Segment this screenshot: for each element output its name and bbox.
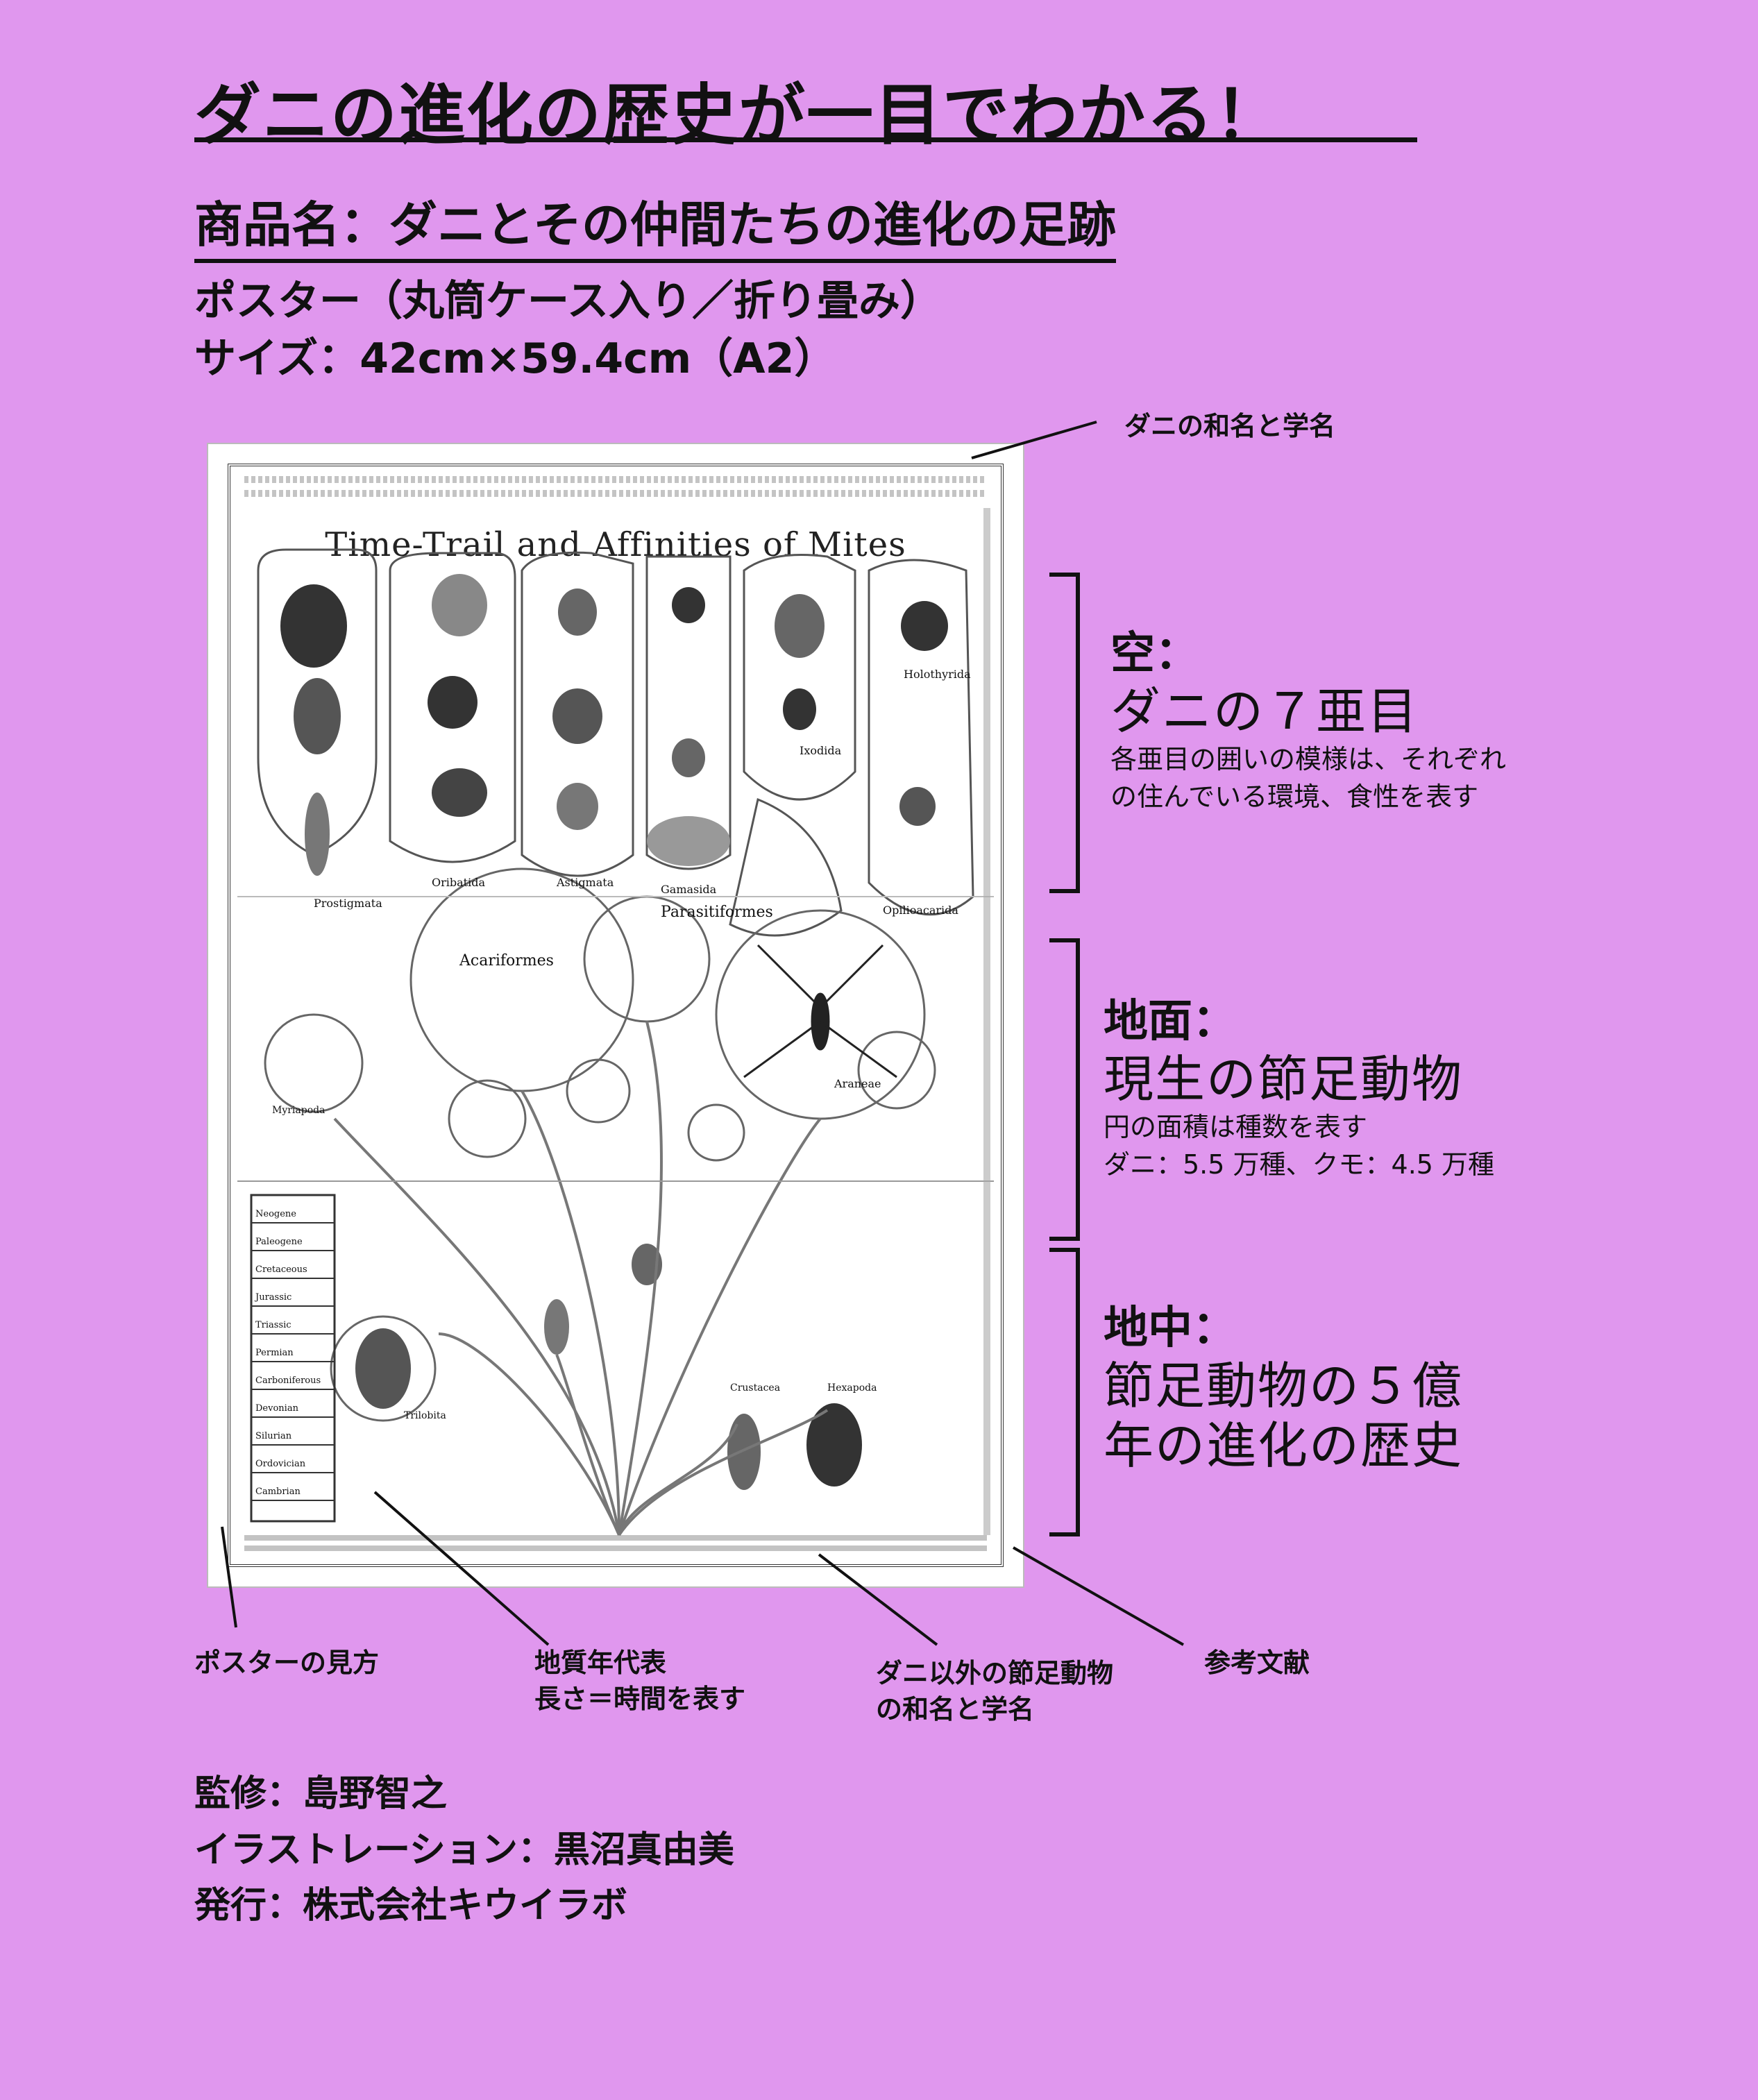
credit-publisher: 発行：株式会社キウイラボ	[194, 1885, 628, 1927]
poster-title: Time-Trail and Affinities of Mites	[325, 525, 906, 564]
section-ground: 地面： 現生の節足動物 円の面積は種数を表す ダニ：5.5 万種、クモ：4.5 …	[1104, 985, 1494, 1184]
callout-geo-table-line2: 長さ＝時間を表す	[534, 1684, 746, 1715]
callout-references: 参考文献	[1204, 1648, 1310, 1678]
poster-label-araneae: Araneae	[834, 1077, 881, 1090]
section-sky-note-1: 各亜目の囲いの模様は、それぞれ	[1110, 744, 1507, 775]
geo-period: Paleogene	[255, 1237, 303, 1247]
section-sky: 空： ダニの７亜目 各亜目の囲いの模様は、それぞれ の住んでいる環境、食性を表す	[1110, 618, 1506, 816]
callout-mite-names: ダニの和名と学名	[1124, 411, 1336, 441]
poster-label-opilioacarida: Opilioacarida	[883, 904, 958, 917]
section-sky-note-2: の住んでいる環境、食性を表す	[1110, 781, 1479, 813]
section-ground-title: 地面：	[1104, 996, 1237, 1047]
section-underground: 地中： 節足動物の５億 年の進化の歴史	[1104, 1292, 1463, 1476]
geo-period: Silurian	[255, 1431, 292, 1441]
section-sky-title: 空：	[1110, 628, 1199, 679]
geo-period: Carboniferous	[255, 1375, 321, 1386]
geo-period: Ordovician	[255, 1459, 306, 1469]
product-size: サイズ：42cm×59.4cm（A2）	[194, 335, 836, 383]
section-ground-note-1: 円の面積は種数を表す	[1104, 1112, 1368, 1143]
section-underground-title: 地中：	[1104, 1303, 1237, 1354]
geo-period: Jurassic	[255, 1292, 292, 1303]
callout-geo-table: 地質年代表 長さ＝時間を表す	[534, 1645, 745, 1718]
product-name: 商品名：ダニとその仲間たちの進化の足跡	[194, 186, 1116, 263]
credit-illustration: イラストレーション：黒沼真由美	[194, 1829, 734, 1871]
callout-how-to-read: ポスターの見方	[194, 1648, 380, 1678]
poster-label-crustacea: Crustacea	[730, 1382, 781, 1394]
geo-period: Triassic	[255, 1320, 291, 1330]
geo-period: Permian	[255, 1348, 294, 1358]
section-ground-subtitle: 現生の節足動物	[1104, 1050, 1464, 1108]
geo-period-list: Neogene Paleogene Cretaceous Jurassic Tr…	[255, 1201, 321, 1506]
callout-other-arthropods: ダニ以外の節足動物 の和名と学名	[876, 1655, 1113, 1728]
poster-species-list-top-2	[244, 490, 987, 497]
poster-label-trilobita: Trilobita	[404, 1410, 446, 1421]
poster-label-hexapoda: Hexapoda	[827, 1382, 877, 1394]
poster-image: Time-Trail and Affinities of Mites	[207, 443, 1024, 1588]
poster-label-acariformes: Acariformes	[459, 952, 554, 969]
section-sky-subtitle: ダニの７亜目	[1110, 682, 1419, 740]
geo-period: Cambrian	[255, 1487, 301, 1497]
callout-other-arthropods-line2: の和名と学名	[876, 1694, 1035, 1725]
geo-period: Devonian	[255, 1403, 298, 1414]
poster-species-list-top	[244, 476, 987, 483]
credits: 監修：島野智之 イラストレーション：黒沼真由美 発行：株式会社キウイラボ	[194, 1766, 734, 1934]
bracket-underground	[1049, 1248, 1080, 1536]
bracket-sky	[1049, 573, 1080, 893]
poster-label-holothyrida: Holothyrida	[904, 668, 971, 681]
section-underground-subtitle-2: 年の進化の歴史	[1104, 1416, 1464, 1475]
geo-period: Neogene	[255, 1209, 296, 1219]
poster-label-oribatida: Oribatida	[432, 876, 485, 889]
bracket-ground	[1049, 938, 1080, 1241]
geo-period: Cretaceous	[255, 1264, 307, 1275]
section-underground-subtitle-1: 節足動物の５億	[1104, 1357, 1464, 1415]
poster-frame: Time-Trail and Affinities of Mites	[228, 464, 1004, 1567]
poster-label-parasitiformes: Parasitiformes	[661, 904, 773, 921]
poster-label-prostigmata: Prostigmata	[314, 897, 382, 910]
poster-label-astigmata: Astigmata	[557, 876, 614, 889]
poster-illustration	[237, 508, 994, 1551]
callout-other-arthropods-line1: ダニ以外の節足動物	[876, 1658, 1114, 1688]
poster-label-ixodida: Ixodida	[800, 744, 842, 757]
headline-underline	[194, 137, 1417, 142]
credit-supervision: 監修：島野智之	[194, 1773, 448, 1815]
poster-label-myriapoda: Myriapoda	[272, 1105, 326, 1116]
product-format: ポスター（丸筒ケース入り／折り畳み）	[194, 277, 942, 325]
section-ground-note-2: ダニ：5.5 万種、クモ：4.5 万種	[1104, 1149, 1495, 1180]
poster-label-gamasida: Gamasida	[661, 883, 717, 896]
callout-geo-table-line1: 地質年代表	[534, 1648, 667, 1678]
